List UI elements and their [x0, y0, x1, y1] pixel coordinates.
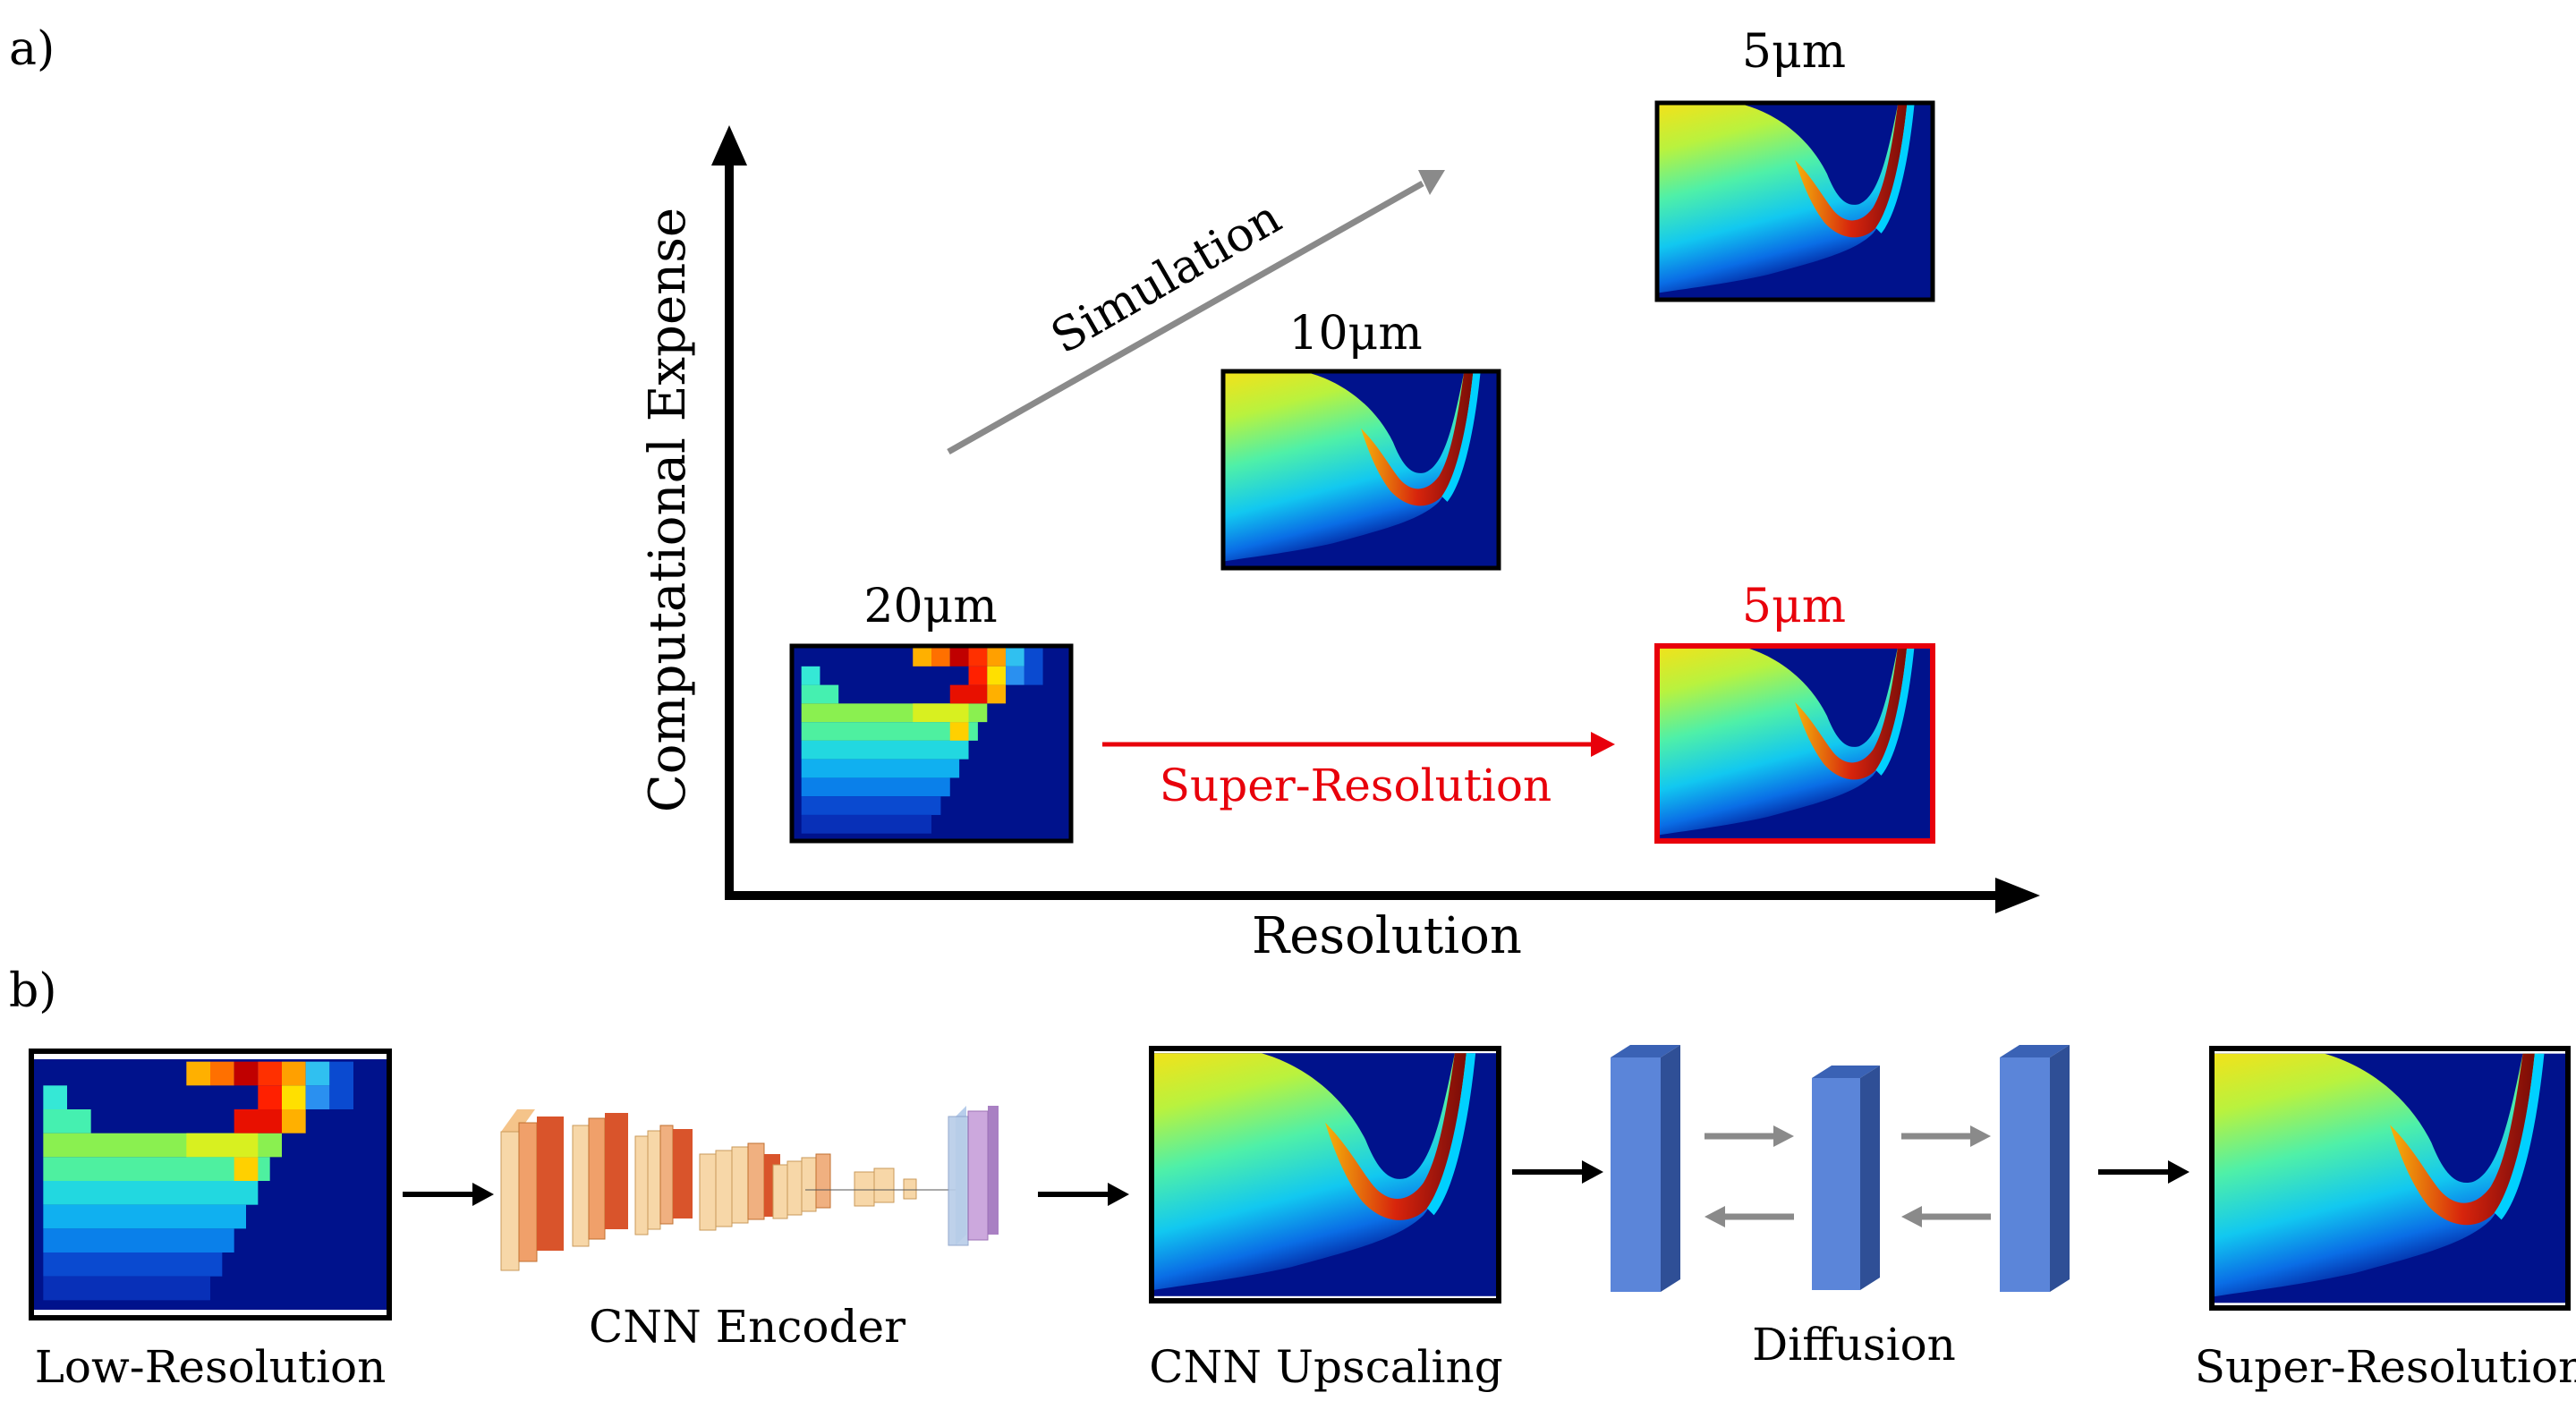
- super-resolution-output-label: Super-Resolution: [2195, 1341, 2576, 1393]
- res-20-label: 20μm: [863, 580, 997, 633]
- diffusion-block-1: [1611, 1045, 1680, 1292]
- panel-a-label: a): [9, 22, 55, 76]
- panel-b-label: b): [9, 964, 57, 1018]
- y-axis-label: Computational Expense: [639, 208, 697, 812]
- arrow-2-head: [1108, 1183, 1129, 1206]
- conv-block-3: [634, 1125, 693, 1235]
- diffusion-backward-arrow-1: [1705, 1206, 1794, 1227]
- diffusion-backward-arrow-2: [1901, 1206, 1991, 1227]
- cnn-upscaling-label: CNN Upscaling: [1149, 1341, 1502, 1393]
- heatmap-cnn-upscaling: [1149, 1046, 1501, 1303]
- x-axis-label: Resolution: [1252, 907, 1522, 965]
- output-layer: [948, 1106, 999, 1246]
- conv-block-1: [500, 1109, 564, 1271]
- arrow-3-head: [1582, 1160, 1603, 1184]
- res-5-sim-label: 5μm: [1742, 25, 1846, 79]
- cnn-encoder-diagram: [500, 1106, 999, 1271]
- simulation-arrow: [947, 180, 1424, 455]
- heatmap-10um: [1220, 369, 1501, 571]
- low-resolution-label: Low-Resolution: [35, 1341, 387, 1393]
- super-resolution-arrowhead: [1591, 732, 1615, 757]
- conv-block-2: [572, 1113, 628, 1247]
- diffusion-label: Diffusion: [1752, 1319, 1956, 1371]
- diffusion-forward-arrow-1: [1705, 1125, 1794, 1147]
- simulation-arrowhead: [1418, 170, 1445, 195]
- heatmap-5um-simulated: [1654, 100, 1935, 302]
- res-5-sr-label: 5μm: [1742, 580, 1846, 633]
- heatmap-low-resolution: [29, 1049, 392, 1320]
- super-resolution-label: Super-Resolution: [1160, 760, 1552, 811]
- res-10-label: 10μm: [1288, 307, 1422, 361]
- arrow-1-head: [472, 1183, 494, 1206]
- conv-block-4: [699, 1142, 780, 1231]
- x-axis-arrowhead: [1995, 878, 2040, 913]
- diffusion-block-3: [2000, 1045, 2070, 1292]
- cnn-encoder-label: CNN Encoder: [589, 1301, 905, 1353]
- dense-layers: [805, 1168, 956, 1207]
- heatmap-20um: [789, 643, 1074, 844]
- conv-block-5: [772, 1153, 831, 1219]
- diffusion-block-2: [1812, 1066, 1880, 1290]
- heatmap-super-resolution: [2209, 1046, 2571, 1311]
- heatmap-5um-super-resolved: [1654, 643, 1935, 844]
- arrow-4-head: [2168, 1160, 2189, 1184]
- y-axis-arrowhead: [711, 125, 747, 166]
- diffusion-forward-arrow-2: [1901, 1125, 1991, 1147]
